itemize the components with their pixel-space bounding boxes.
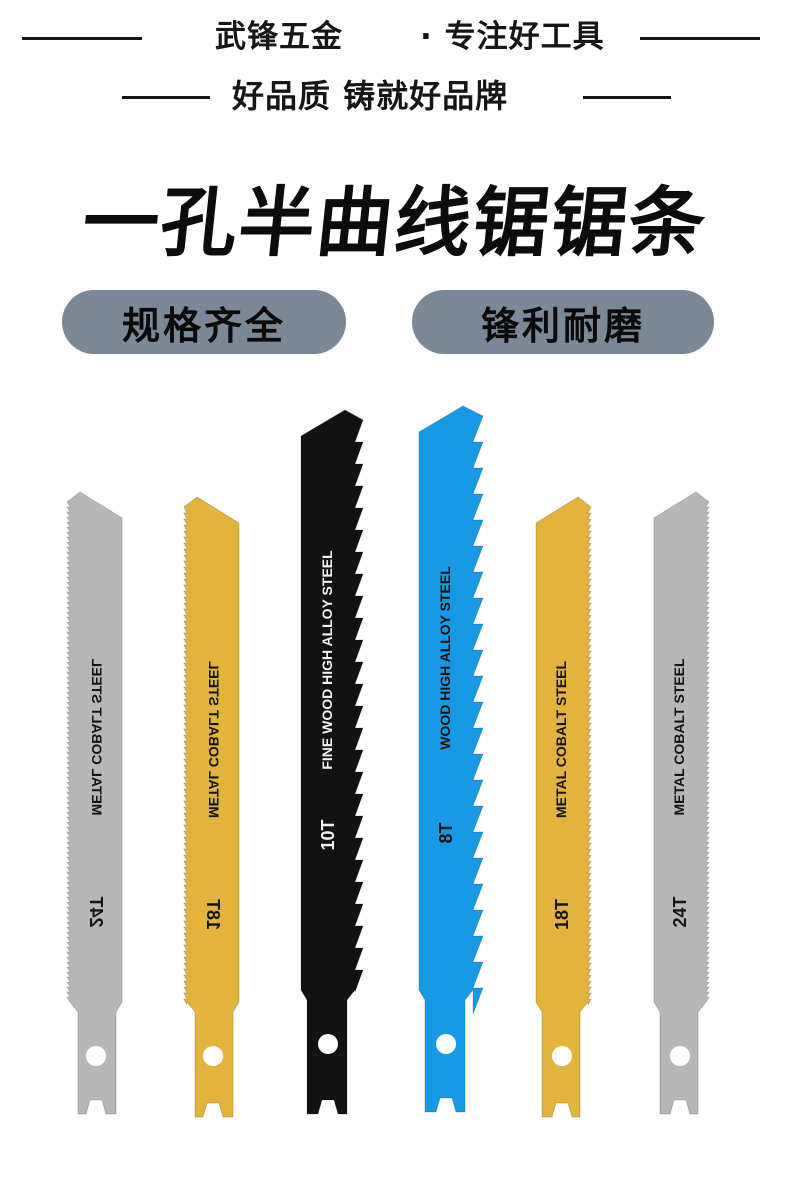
header-rule-right-2 bbox=[583, 96, 671, 99]
blade-teeth-count: 18T bbox=[552, 899, 572, 930]
blade-teeth-count: 10T bbox=[318, 819, 338, 850]
blade-mount-hole bbox=[552, 1046, 572, 1066]
badge-sharp-durable-label: 锋利耐磨 bbox=[480, 303, 645, 348]
blade-material-label: WOOD HIGH ALLOY STEEL bbox=[437, 566, 453, 750]
blade-teeth-count: 24T bbox=[670, 896, 690, 927]
blade-teeth-count: 8T bbox=[436, 822, 456, 843]
saw-blade-body bbox=[183, 496, 240, 1118]
slogan-focus: · 专注好工具 bbox=[420, 19, 605, 55]
blade-mount-hole bbox=[203, 1046, 223, 1066]
blade-material-label: METAL COBALT STEEL bbox=[206, 661, 222, 819]
badge-full-specs-label: 规格齐全 bbox=[121, 303, 286, 348]
saw-blade-3: FINE WOOD HIGH ALLOY STEEL 10T bbox=[300, 409, 364, 1115]
saw-blade-1: METAL COBALT STEEL 24T bbox=[66, 491, 123, 1115]
saw-blade-body bbox=[535, 496, 592, 1118]
badge-sharp-durable: 锋利耐磨 bbox=[412, 290, 714, 354]
blade-material-label: METAL COBALT STEEL bbox=[553, 661, 569, 819]
header-rule-right-1 bbox=[640, 37, 760, 40]
saw-blade-body bbox=[653, 491, 710, 1115]
blade-material-label: FINE WOOD HIGH ALLOY STEEL bbox=[319, 550, 335, 770]
blade-mount-hole bbox=[670, 1046, 690, 1066]
badge-full-specs: 规格齐全 bbox=[62, 290, 346, 354]
slogan-quality: 好品质 铸就好品牌 bbox=[232, 77, 509, 115]
saw-blade-2: METAL COBALT STEEL 18T bbox=[183, 496, 240, 1118]
saw-blade-body bbox=[66, 491, 123, 1115]
header-rule-left-2 bbox=[122, 96, 210, 99]
saw-blade-body bbox=[300, 409, 364, 1115]
blade-material-label: METAL COBALT STEEL bbox=[671, 658, 687, 816]
saw-blade-body bbox=[418, 405, 484, 1113]
blade-mount-hole bbox=[436, 1034, 456, 1054]
blade-teeth-count: 18T bbox=[203, 899, 223, 930]
blade-mount-hole bbox=[318, 1034, 338, 1054]
blade-material-label: METAL COBALT STEEL bbox=[89, 658, 105, 816]
brand-name: 武锋五金 bbox=[215, 19, 343, 55]
header-rule-left-1 bbox=[22, 37, 142, 40]
blade-teeth-count: 24T bbox=[86, 896, 106, 927]
saw-blade-5: METAL COBALT STEEL 18T bbox=[535, 496, 592, 1118]
saw-blade-4: WOOD HIGH ALLOY STEEL 8T bbox=[418, 405, 484, 1113]
saw-blade-6: METAL COBALT STEEL 24T bbox=[653, 491, 710, 1115]
blade-mount-hole bbox=[86, 1046, 106, 1066]
